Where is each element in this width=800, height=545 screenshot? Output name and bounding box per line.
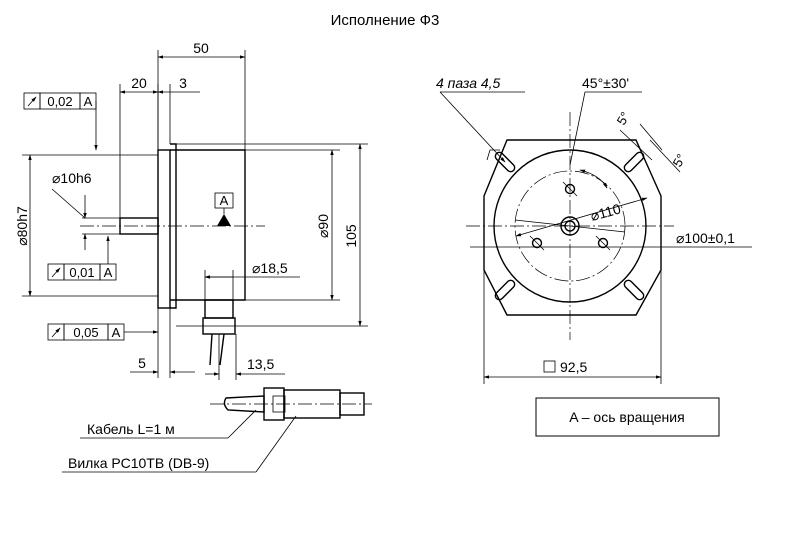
svg-text:A: A <box>84 94 93 109</box>
flange <box>157 149 171 309</box>
angle-45: 45°±30' <box>582 75 629 91</box>
cable-end <box>223 395 265 413</box>
legend-text: A – ось вращения <box>569 409 684 425</box>
square-symbol <box>543 360 556 373</box>
dim-105: 105 <box>343 224 359 248</box>
drawing-title: Исполнение Ф3 <box>331 12 440 29</box>
dim-5: 5 <box>138 355 146 371</box>
motor-body <box>170 149 246 301</box>
dim-92-5: 92,5 <box>560 359 587 375</box>
svg-text:A: A <box>104 265 113 280</box>
dim-90: ⌀90 <box>315 214 331 238</box>
dim-20: 20 <box>131 75 147 91</box>
slots-label: 4 паза 4,5 <box>436 75 501 91</box>
dim-50: 50 <box>193 40 209 56</box>
svg-text:0,05: 0,05 <box>73 325 98 340</box>
datum-label: A <box>220 193 229 208</box>
plug-callout: Вилка РС10ТВ (DB-9) <box>68 455 209 471</box>
angle-5b: 5° <box>670 151 689 169</box>
threaded-holes <box>529 181 611 251</box>
cable-stub <box>209 333 225 366</box>
dim-18-5: ⌀18,5 <box>252 260 288 276</box>
dim-80h7: ⌀80h7 <box>14 206 30 246</box>
dim-110: ⌀110 <box>589 200 623 223</box>
front-view: 4 паза 4,5 45°±30' 5° 5° ⌀110 ⌀100±0,1 9… <box>436 75 752 384</box>
side-view: A 50 20 3 0,02 A ⌀80h7 <box>14 40 372 473</box>
cable-callout: Кабель L=1 м <box>87 421 175 437</box>
angle-5a: 5° <box>614 109 633 127</box>
connector-neck <box>204 299 234 319</box>
dim-100: ⌀100±0,1 <box>676 230 735 246</box>
datum-triangle <box>217 214 231 226</box>
dim-13-5: 13,5 <box>247 356 274 372</box>
dim-3: 3 <box>179 75 187 91</box>
legend-box: A – ось вращения <box>535 397 720 437</box>
svg-text:0,01: 0,01 <box>69 265 94 280</box>
tolerance-frame-2: 0,01 A <box>47 235 117 281</box>
flange-outline <box>483 139 662 316</box>
tolerance-frame-3: 0,05 A <box>47 323 159 341</box>
svg-text:A: A <box>112 325 121 340</box>
plug-tip <box>339 392 365 416</box>
svg-text:0,02: 0,02 <box>47 94 72 109</box>
dim-10h6: ⌀10h6 <box>52 170 92 186</box>
tolerance-frame-1: 0,02 A <box>23 92 98 151</box>
